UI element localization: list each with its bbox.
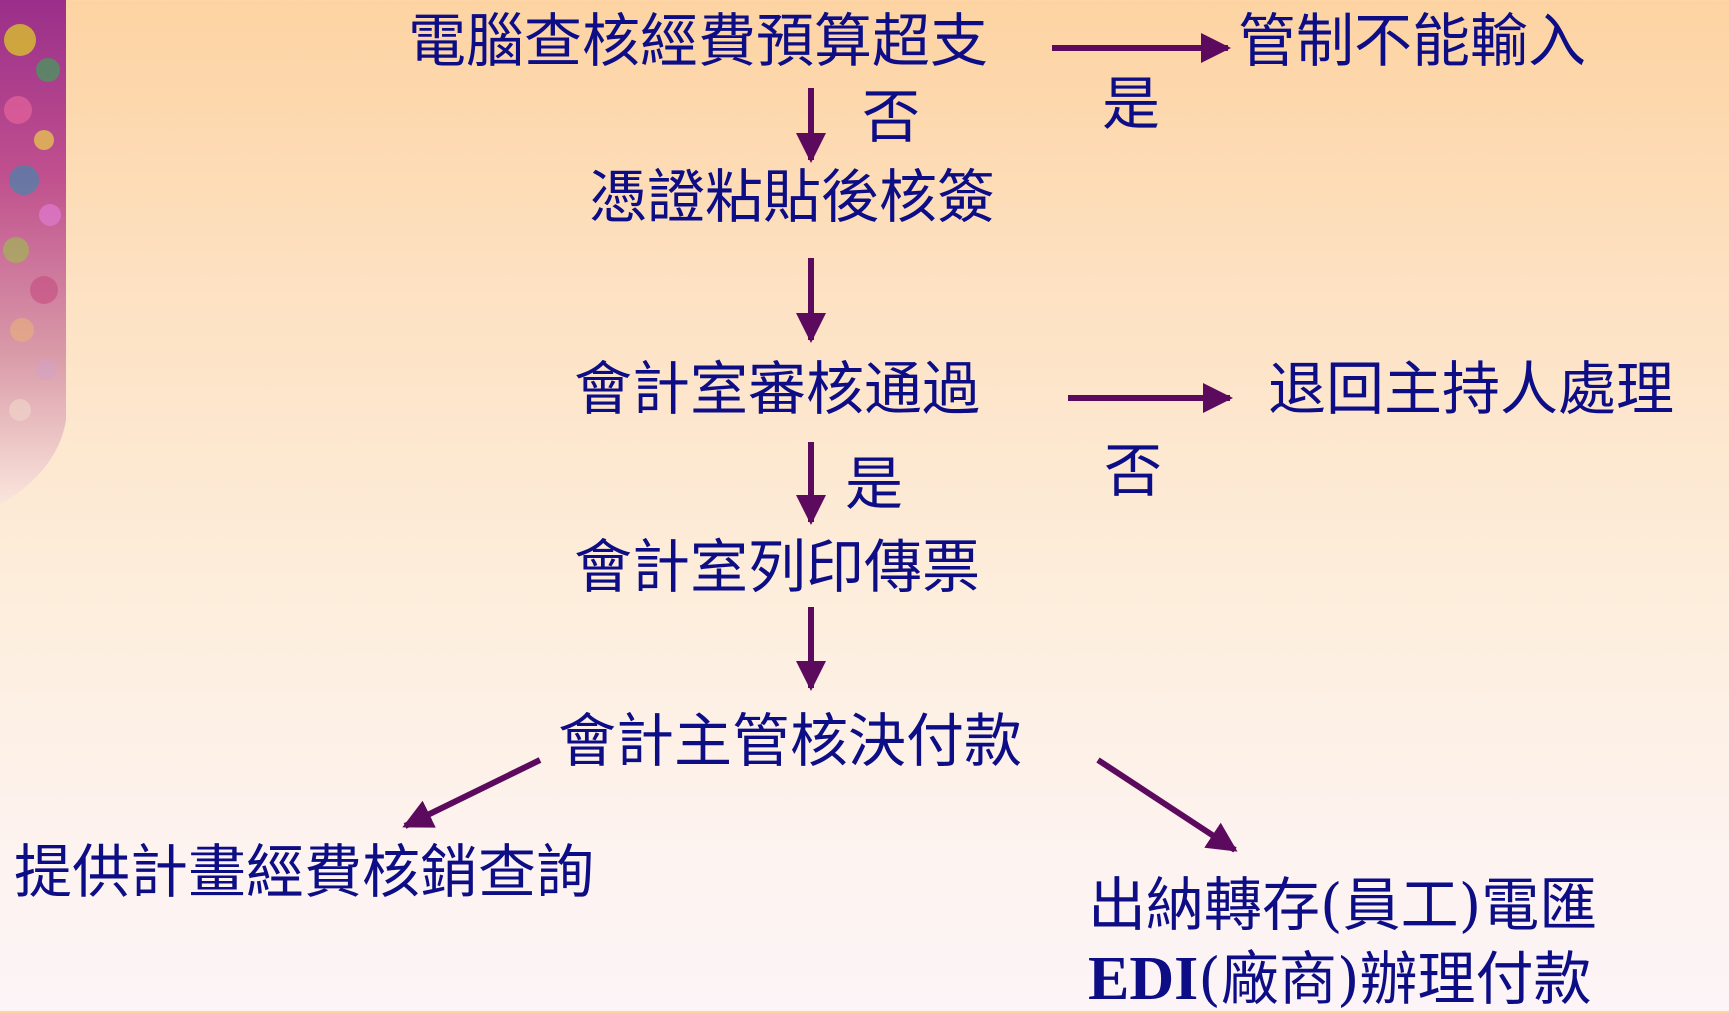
- node-print-ticket: 會計室列印傳票: [574, 533, 981, 601]
- label-review-yes: 是: [845, 450, 904, 518]
- edi-text: EDI: [1088, 945, 1199, 1013]
- node-return-host: 退回主持人處理: [1268, 355, 1675, 423]
- label-review-no: 否: [1104, 437, 1163, 505]
- label-budget-yes: 是: [1102, 70, 1161, 138]
- node-cashier-line2: EDI(廠商)辦理付款: [1088, 948, 1592, 1010]
- arrow-supervisor-to-cashier: [1096, 757, 1238, 853]
- label-budget-no: 否: [862, 83, 921, 151]
- node-budget-check: 電腦查核經費預算超支: [408, 7, 989, 75]
- node-query-service: 提供計畫經費核銷查詢: [14, 838, 595, 906]
- node-supervisor-approve: 會計主管核決付款: [558, 707, 1023, 775]
- node-cashier-line1: 出納轉存(員工)電匯: [1088, 871, 1598, 939]
- arrow-supervisor-to-query: [402, 757, 542, 829]
- floral-decoration-strip: [0, 0, 66, 505]
- node-accounting-review: 會計室審核通過: [574, 355, 981, 423]
- node-control-block: 管制不能輸入: [1238, 7, 1587, 75]
- node-voucher-sign: 憑證粘貼後核簽: [589, 163, 996, 231]
- cashier-line2-rest: (廠商)辦理付款: [1198, 945, 1592, 1013]
